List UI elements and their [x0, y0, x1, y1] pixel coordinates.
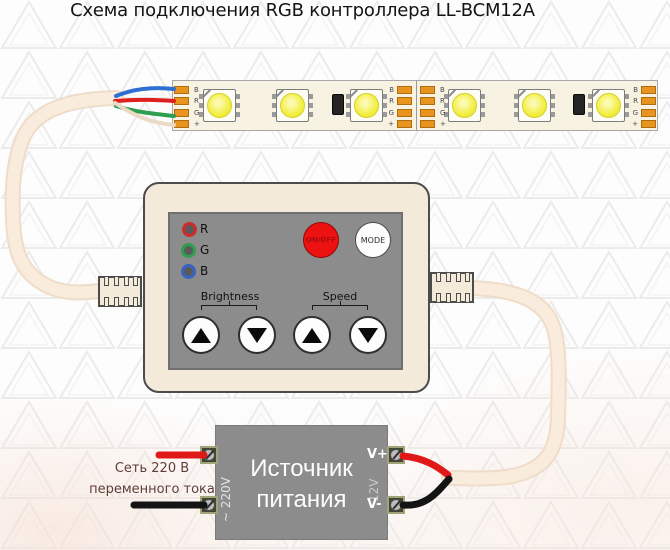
- indicator-blue-icon: [181, 264, 196, 279]
- solder-pad: [420, 86, 435, 94]
- pad-label: R: [389, 97, 394, 105]
- solder-pad: [641, 97, 656, 105]
- pad-label: R: [440, 97, 445, 105]
- strip-wire-green: [114, 104, 176, 118]
- pad-label: +: [388, 120, 394, 128]
- controller-panel: R G B ON/OFF MODE Brightness Speed: [168, 212, 403, 370]
- pad-label: B: [440, 86, 445, 94]
- pad-label: G: [440, 109, 446, 117]
- solder-pad: [397, 97, 412, 105]
- mode-button[interactable]: MODE: [355, 222, 391, 258]
- cable-strip-to-controller-core: [6, 92, 122, 299]
- arrow-up-icon: [302, 327, 322, 343]
- strip-cut-line: [416, 81, 417, 130]
- speed-down-button[interactable]: [349, 316, 387, 354]
- diagram-title: Схема подключения RGB контроллера LL-BCM…: [70, 0, 535, 21]
- mains-label-line1: Сеть 220 В: [114, 461, 190, 476]
- brightness-bracket: [201, 301, 257, 310]
- solder-pad: [420, 120, 435, 128]
- led-emitter: [521, 92, 547, 118]
- pad-label: B: [389, 86, 394, 94]
- led-chip: [346, 89, 387, 122]
- solder-pad-b: [174, 86, 189, 94]
- terminal-output-vminus: [387, 496, 405, 514]
- terminal-output-vplus: [387, 446, 405, 464]
- arrow-down-icon: [247, 327, 267, 343]
- solder-pad: [397, 120, 412, 128]
- pad-label: +: [632, 120, 638, 128]
- led-emitter: [279, 92, 305, 118]
- cable-strip-to-controller: [4, 90, 124, 301]
- vminus-label: V-: [367, 497, 382, 512]
- solder-pad: [641, 120, 656, 128]
- output-wire-vminus: [399, 475, 453, 509]
- solder-pad: [641, 109, 656, 117]
- output-wire-vplus: [399, 452, 452, 479]
- arrow-up-icon: [191, 327, 211, 343]
- solder-pad: [641, 86, 656, 94]
- indicator-red-icon: [182, 222, 197, 237]
- power-supply-name-line2: питания: [256, 486, 347, 513]
- strip-wire-plus: [113, 101, 176, 127]
- power-supply-name: Источник питания: [216, 453, 387, 515]
- onoff-button[interactable]: ON/OFF: [303, 222, 339, 258]
- solder-pad-r: [174, 97, 189, 105]
- cable-controller-to-psu: [441, 280, 567, 487]
- pad-label: G: [388, 109, 394, 117]
- power-supply: Источник питания ~ 220V 12V V+ V-: [200, 425, 405, 540]
- cable-controller-to-psu-core: [443, 282, 565, 485]
- led-chip: [588, 89, 629, 122]
- led-chip: [272, 89, 313, 122]
- solder-pad: [420, 109, 435, 117]
- screw-icon: [203, 499, 215, 511]
- solder-pad-g: [174, 109, 189, 117]
- speed-up-button[interactable]: [293, 316, 331, 354]
- led-strip: B R G +: [172, 80, 658, 131]
- led-chip: [514, 89, 555, 122]
- connector-left: [98, 276, 142, 307]
- arrow-down-icon: [358, 327, 378, 343]
- pad-label: G: [632, 109, 638, 117]
- mains-label: Сеть 220 В переменного тока: [86, 458, 218, 500]
- screw-icon: [390, 449, 402, 461]
- led-chip: [199, 89, 240, 122]
- vplus-label: V+: [367, 447, 388, 462]
- pad-label: B: [633, 86, 638, 94]
- indicator-red-label: R: [200, 222, 209, 236]
- led-chip: [444, 89, 485, 122]
- power-supply-name-line1: Источник: [250, 455, 353, 482]
- led-emitter: [451, 92, 477, 118]
- solder-pad: [397, 109, 412, 117]
- pad-label: +: [440, 120, 446, 128]
- strip-wire-blue: [114, 86, 176, 98]
- connector-right: [430, 272, 474, 303]
- solder-pad: [420, 97, 435, 105]
- speed-bracket: [312, 301, 368, 310]
- indicator-green-label: G: [200, 243, 210, 257]
- mains-label-line2: переменного тока: [89, 482, 215, 497]
- brightness-label: Brightness: [200, 290, 260, 303]
- screw-icon: [390, 499, 402, 511]
- led-emitter: [353, 92, 379, 118]
- solder-pad: [397, 86, 412, 94]
- brightness-up-button[interactable]: [182, 316, 220, 354]
- indicator-blue-label: B: [200, 264, 209, 278]
- resistor: [573, 94, 585, 115]
- resistor: [332, 94, 344, 115]
- solder-pad-plus: [174, 120, 189, 128]
- led-emitter: [206, 92, 232, 118]
- led-emitter: [595, 92, 621, 118]
- brightness-down-button[interactable]: [238, 316, 276, 354]
- rgb-controller: R G B ON/OFF MODE Brightness Speed: [143, 182, 430, 393]
- indicator-green-icon: [181, 243, 196, 258]
- strip-wire-red: [113, 97, 176, 103]
- input-voltage-label: ~ 220V: [219, 477, 233, 523]
- pad-label: R: [633, 97, 638, 105]
